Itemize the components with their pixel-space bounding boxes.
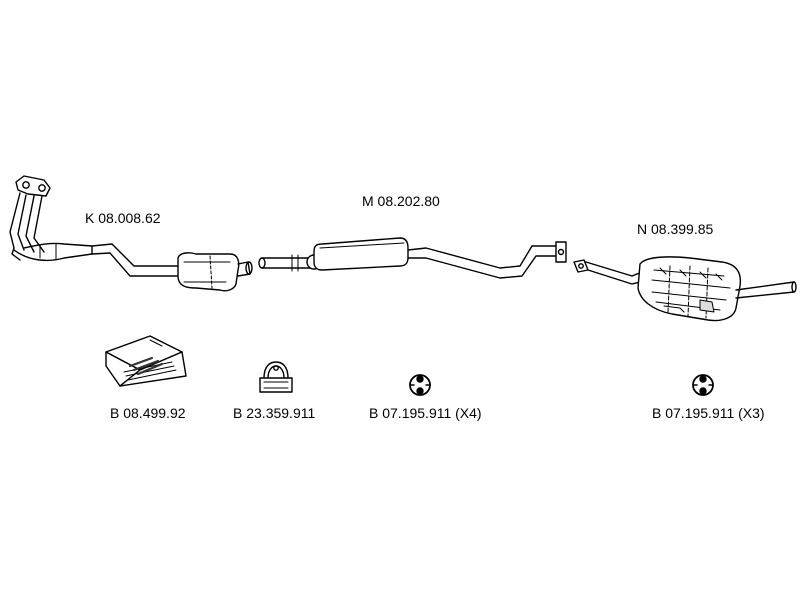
- part-label-k: K 08.008.62: [85, 210, 161, 226]
- middle-silencer-part: [258, 237, 567, 279]
- rear-silencer-part: [573, 256, 797, 322]
- pipe-clamp-part: [259, 361, 293, 393]
- accessory-label-hanger-x3: B 07.195.911 (X3): [652, 405, 765, 421]
- accessory-label-hanger-x4: B 07.195.911 (X4): [369, 405, 482, 421]
- mounting-kit-box-part: [105, 335, 187, 387]
- rubber-hanger-part-1: [409, 374, 431, 396]
- rubber-hanger-part-2: [692, 374, 714, 396]
- front-pipe-catalyst-part: [9, 175, 253, 292]
- accessory-label-clamp: B 23.359.911: [233, 405, 316, 421]
- accessory-label-mounting-kit: B 08.499.92: [110, 405, 186, 421]
- part-label-m: M 08.202.80: [362, 193, 440, 209]
- part-label-n: N 08.399.85: [637, 221, 714, 237]
